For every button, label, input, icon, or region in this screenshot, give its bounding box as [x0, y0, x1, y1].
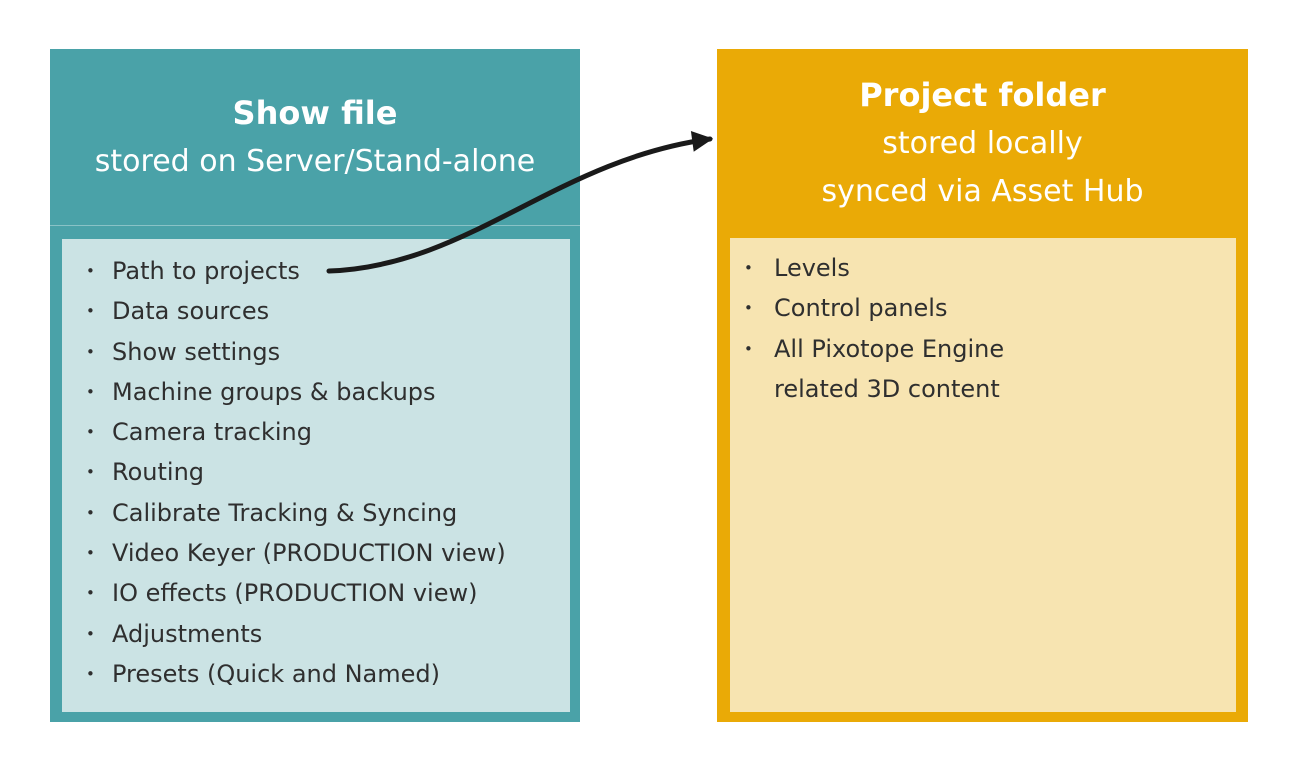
list-item-label: Presets (Quick and Named): [112, 659, 441, 688]
show-file-panel: • Path to projects • Data sources • Show…: [62, 239, 570, 712]
list-item: • Machine groups & backups: [62, 372, 562, 412]
list-item: • All Pixotope Engine related 3D content: [730, 329, 1228, 410]
list-item-label: Machine groups & backups: [112, 377, 436, 406]
bullet-icon: •: [86, 503, 95, 522]
list-item-label: Path to projects: [112, 257, 300, 285]
list-item-label: All Pixotope Engine related 3D content: [774, 334, 1005, 403]
project-folder-panel: • Levels • Control panels • All Pixotope…: [730, 238, 1236, 712]
list-item: • Adjustments: [62, 614, 562, 654]
list-item-label: Video Keyer (PRODUCTION view): [112, 539, 506, 568]
bullet-icon: •: [86, 463, 95, 482]
list-item: • Levels: [730, 248, 1228, 288]
bullet-icon: •: [744, 299, 753, 318]
show-file-box: Show file stored on Server/Stand-alone •…: [50, 49, 580, 722]
list-item-label: Data sources: [112, 297, 270, 326]
list-item-label: Control panels: [774, 294, 948, 323]
show-file-subtitle: stored on Server/Stand-alone: [94, 143, 536, 179]
list-item-label: Routing: [112, 458, 205, 487]
list-item: • Show settings: [62, 332, 562, 372]
bullet-icon: •: [86, 302, 95, 321]
bullet-icon: •: [86, 624, 95, 643]
project-folder-box: Project folder stored locally synced via…: [717, 49, 1248, 722]
list-item-label: Adjustments: [112, 619, 263, 648]
list-item: • Calibrate Tracking & Syncing: [62, 493, 562, 533]
list-item-label: Calibrate Tracking & Syncing: [112, 498, 458, 527]
list-item-label: Show settings: [112, 337, 281, 366]
list-item: • Presets (Quick and Named): [62, 654, 562, 694]
bullet-icon: •: [86, 382, 95, 401]
list-item: • Control panels: [730, 288, 1228, 328]
bullet-icon: •: [86, 544, 95, 563]
bullet-icon: •: [86, 423, 95, 442]
project-folder-subtitle-line2: synced via Asset Hub: [821, 174, 1144, 209]
project-folder-list: • Levels • Control panels • All Pixotope…: [730, 238, 1236, 409]
show-file-header: Show file stored on Server/Stand-alone: [50, 49, 580, 226]
bullet-icon: •: [86, 342, 95, 361]
list-item: • Data sources: [62, 291, 562, 331]
show-file-title: Show file: [232, 93, 398, 132]
list-item-label: IO effects (PRODUCTION view): [112, 579, 478, 608]
list-item: • Camera tracking: [62, 412, 562, 452]
list-item: • Routing: [62, 452, 562, 492]
bullet-icon: •: [86, 664, 95, 683]
bullet-icon: •: [86, 262, 95, 280]
list-item: • Video Keyer (PRODUCTION view): [62, 533, 562, 573]
bullet-icon: •: [744, 259, 753, 277]
list-item-label: Camera tracking: [112, 418, 313, 447]
project-folder-title: Project folder: [859, 76, 1106, 114]
show-file-list: • Path to projects • Data sources • Show…: [62, 239, 570, 694]
list-item-label: Levels: [774, 254, 850, 282]
list-item: • Path to projects: [62, 251, 562, 291]
bullet-icon: •: [744, 339, 753, 358]
bullet-icon: •: [86, 584, 95, 603]
project-folder-header: Project folder stored locally synced via…: [717, 49, 1248, 238]
project-folder-subtitle-line1: stored locally: [882, 126, 1083, 161]
list-item: • IO effects (PRODUCTION view): [62, 573, 562, 613]
